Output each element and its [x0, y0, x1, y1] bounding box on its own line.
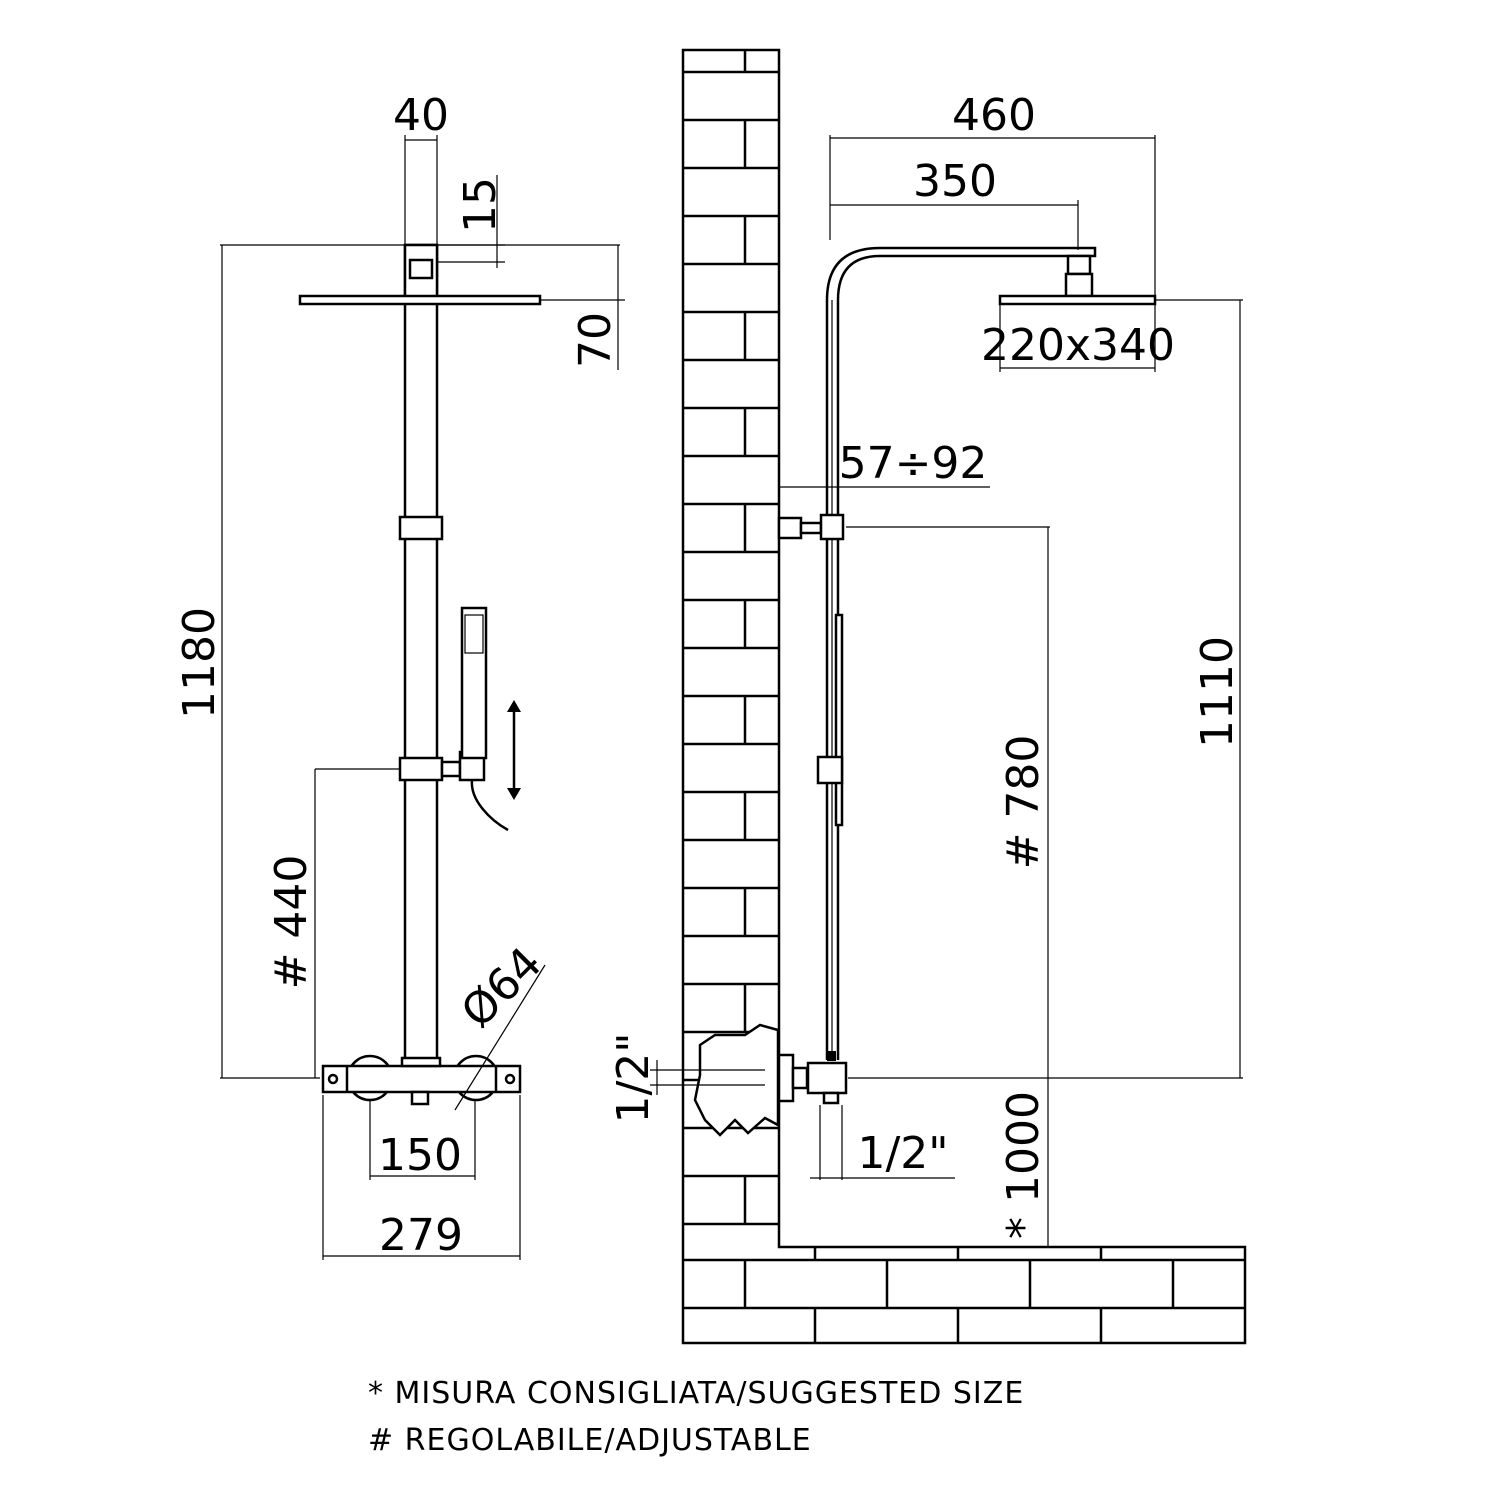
handshower-holder	[398, 756, 444, 782]
hose	[470, 779, 509, 832]
dim-floor-height: * 1000	[998, 1091, 1049, 1239]
shower-column	[403, 243, 439, 1067]
dim-column-width: 40	[393, 90, 449, 141]
shower-arm	[825, 246, 1097, 1060]
dim-knob-diameter: Ø64	[452, 938, 552, 1038]
dim-valve-width: 279	[379, 1210, 463, 1261]
slide-arrow-icon	[507, 700, 521, 800]
shower-head	[298, 294, 542, 306]
side-hand-shower	[834, 613, 844, 827]
dim-wall-distance: 57÷92	[839, 438, 988, 489]
dim-arm-length: 460	[952, 90, 1036, 141]
side-valve	[806, 1061, 848, 1095]
side-view: 460 350 220x340 57÷92 # 780 1110 1/2" 1/…	[608, 90, 1243, 1247]
wall	[681, 48, 1247, 1345]
dim-outlet: 1/2"	[857, 1128, 948, 1179]
front-view: 40 15 70 1180 # 440 Ø64 150 279	[174, 90, 625, 1261]
note-suggested: * MISURA CONSIGLIATA/SUGGESTED SIZE	[368, 1376, 1024, 1411]
hand-shower	[460, 606, 488, 760]
side-shower-head	[998, 294, 1157, 306]
wall-bracket	[819, 513, 845, 541]
dim-handshower-height: # 440	[266, 855, 317, 990]
dim-centres: 150	[378, 1130, 462, 1181]
dim-bracket-height: # 780	[998, 735, 1049, 870]
thermostatic-valve	[321, 1064, 522, 1094]
dim-arm-projection: 350	[913, 156, 997, 207]
wall-cutout	[693, 1023, 780, 1137]
dim-head-thickness: 70	[570, 312, 621, 368]
dim-total-height: 1180	[174, 607, 225, 719]
dim-head-mount: 15	[455, 177, 506, 233]
note-adjustable: # REGOLABILE/ADJUSTABLE	[368, 1423, 812, 1458]
slide-clamp	[398, 515, 444, 541]
dim-inlet: 1/2"	[608, 1032, 659, 1123]
dim-head-size: 220x340	[981, 320, 1175, 371]
dim-head-height: 1110	[1192, 636, 1243, 748]
